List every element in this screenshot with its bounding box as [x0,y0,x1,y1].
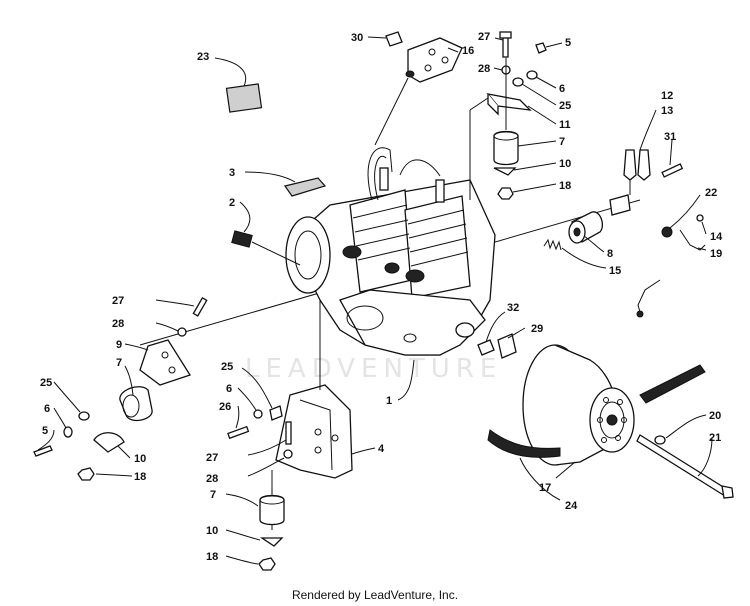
part-27-bolt-mid [285,421,292,445]
part-22-cap [661,226,673,238]
part-29-bushing [497,333,517,359]
callout-18-left: 18 [134,471,146,483]
callout-27-mid: 27 [206,452,218,464]
part-18-nut-top [497,187,514,200]
callout-21: 21 [709,432,721,444]
part-28-washer-mid [283,449,293,459]
part-21-bolt [636,434,729,497]
callout-28-top: 28 [478,63,490,75]
part-16-bracket [407,37,463,83]
callout-31: 31 [664,131,676,143]
part-10-plate-left [93,432,125,453]
callout-7-left: 7 [116,357,122,369]
callout-13: 13 [661,105,673,117]
part-31-bolt [661,163,684,178]
callout-28-left: 28 [112,318,124,330]
part-14-nut [696,214,704,222]
callout-6-left: 6 [44,403,50,415]
callout-25-mid: 25 [221,361,233,373]
callout-10-mid: 10 [206,525,218,537]
part-4-bracket [275,384,353,479]
callout-10-top: 10 [559,158,571,170]
part-10-plate-mid [259,537,284,547]
callout-29: 29 [531,323,543,335]
callout-19: 19 [710,248,722,260]
part-23-decal [225,83,263,113]
part-3-plate [284,177,327,197]
callout-25-left: 25 [40,377,52,389]
part-15-spring [543,238,562,251]
callout-7-top: 7 [559,136,565,148]
part-25-spacer-left [78,411,90,421]
part-20-washer [654,435,666,445]
callout-7-mid: 7 [210,489,216,501]
callout-5-left: 5 [42,425,48,437]
callout-9: 9 [116,339,122,351]
callout-18-top: 18 [559,180,571,192]
part-13-tab [637,149,651,181]
part-7-mount-mid [259,494,285,526]
callout-32: 32 [507,302,519,314]
callout-10-left: 10 [134,453,146,465]
callout-24: 24 [565,500,578,512]
callout-26: 26 [219,401,231,413]
callout-5-top: 5 [565,37,571,49]
part-6-washer-top [526,70,538,80]
part-19-wire [679,229,706,251]
part-26-bolt-mid [227,425,250,440]
callout-12: 12 [661,90,673,102]
callout-1: 1 [386,395,392,407]
engine-assembly [285,147,496,356]
credit-footer: Rendered by LeadVenture, Inc. [291,588,459,602]
part-12-tab [623,149,637,181]
callout-14: 14 [710,231,723,243]
part-32-sleeve [477,339,495,356]
part-25-spacer-top [512,77,524,87]
callout-22: 22 [705,187,717,199]
part-2-label [231,230,253,248]
callout-20: 20 [709,410,721,422]
callout-6-top: 6 [559,83,565,95]
part-17-clutch [522,344,635,466]
callout-4: 4 [378,443,385,455]
part-10-plate-top [493,167,517,176]
callout-28-mid: 28 [206,473,218,485]
callout-18-mid: 18 [206,551,218,563]
part-18-nut-left [77,467,95,481]
callout-6-mid: 6 [226,383,232,395]
part-5-nut-top [535,42,547,54]
callout-27-left: 27 [112,295,124,307]
part-28-washer-left [177,327,187,337]
callout-2: 2 [229,197,235,209]
part-24-belt [487,364,706,458]
part-30-clip [385,31,403,47]
part-5-bolt-left [33,445,53,457]
part-7-mount-left [119,386,153,422]
part-6-washer-mid [253,409,263,419]
harness-wire [637,279,661,313]
part-6-washer-left [63,426,73,438]
callout-25-top: 25 [559,100,571,112]
part-18-nut-mid [258,557,276,571]
callout-15: 15 [609,265,621,277]
part-27-bolt-left [192,296,208,317]
callout-16: 16 [462,45,474,57]
callout-3: 3 [229,167,235,179]
part-9-bracket [139,339,191,386]
callout-17: 17 [539,482,551,494]
watermark: LEADVENTURE [245,354,502,384]
callout-27-top: 27 [478,31,490,43]
part-25-spacer-mid [269,405,283,421]
callout-11: 11 [559,119,571,131]
part-7-mount-top [493,130,519,166]
callout-8: 8 [607,248,613,260]
callout-23: 23 [197,51,209,63]
callout-30: 30 [351,32,363,44]
